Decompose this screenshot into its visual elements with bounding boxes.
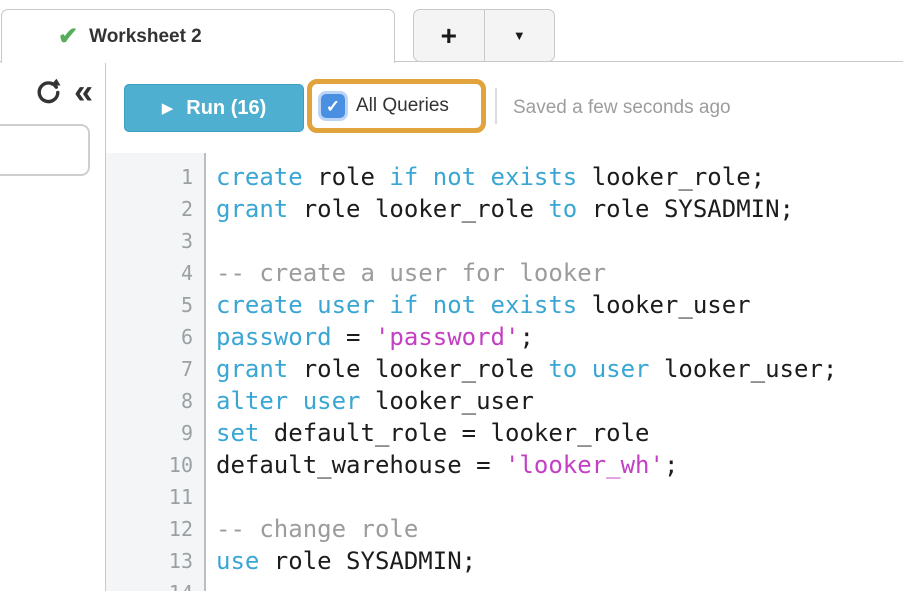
code-line[interactable]: create role if not exists looker_role;: [216, 161, 903, 193]
code-token: role looker_role: [288, 355, 549, 383]
code-line[interactable]: [216, 577, 903, 591]
line-number: 3: [180, 229, 193, 253]
code-token: looker_user: [360, 387, 534, 415]
run-button-label: Run (16): [186, 96, 267, 119]
code-token: 'password': [374, 323, 520, 351]
code-line[interactable]: [216, 481, 903, 513]
line-number: 8: [180, 389, 193, 413]
code-token: ;: [519, 323, 534, 351]
code-token: role: [302, 163, 390, 191]
refresh-button[interactable]: [35, 78, 62, 105]
code-line[interactable]: [216, 225, 903, 257]
code-token: default_role = looker_role: [259, 419, 650, 447]
code-token: looker_user;: [649, 355, 838, 383]
code-token: default_warehouse =: [216, 451, 505, 479]
plus-icon: +: [440, 19, 457, 51]
code-line[interactable]: -- change role: [216, 513, 903, 545]
code-token: create user if not exists: [216, 291, 578, 319]
line-number: 9: [180, 421, 193, 445]
code-token: to user: [548, 355, 650, 383]
refresh-icon: [37, 78, 61, 104]
line-number: 2: [180, 197, 193, 221]
all-queries-checkbox[interactable]: ✓: [321, 94, 345, 118]
code-token: grant: [216, 195, 289, 223]
play-icon: ▶: [161, 99, 174, 117]
line-number: 13: [168, 549, 193, 573]
code-line[interactable]: -- create a user for looker: [216, 257, 903, 289]
code-token: -- create a user for looker: [216, 259, 607, 287]
tab-worksheet-2[interactable]: ✔ Worksheet 2: [1, 9, 395, 63]
code-token: to: [548, 195, 578, 223]
all-queries-annotation-highlight: ✓ All Queries: [307, 79, 486, 133]
code-token: 'looker_wh': [504, 451, 664, 479]
code-token: looker_user: [577, 291, 751, 319]
chevron-down-icon: ▼: [512, 28, 526, 43]
code-token: grant: [216, 355, 289, 383]
code-line[interactable]: default_warehouse = 'looker_wh';: [216, 449, 903, 481]
code-line[interactable]: grant role looker_role to role SYSADMIN;: [216, 193, 903, 225]
code-line[interactable]: grant role looker_role to user looker_us…: [216, 353, 903, 385]
collapse-sidebar-button[interactable]: «: [74, 72, 93, 111]
tab-title: Worksheet 2: [89, 25, 202, 47]
code-token: looker_role;: [577, 163, 766, 191]
worksheet-menu-button[interactable]: ▼: [485, 10, 555, 61]
line-number: 4: [180, 261, 193, 285]
line-number: 11: [168, 485, 193, 509]
tab-success-check-icon: ✔: [58, 22, 79, 50]
checkmark-icon: ✓: [325, 96, 341, 116]
code-token: create: [216, 163, 303, 191]
code-line[interactable]: alter user looker_user: [216, 385, 903, 417]
gutter: 1234567891011121314: [106, 153, 206, 591]
code-token: if not exists: [389, 163, 578, 191]
line-number: 7: [180, 357, 193, 381]
code-token: alter user: [216, 387, 361, 415]
code-token: role SYSADMIN;: [577, 195, 794, 223]
code-token: role looker_role: [288, 195, 549, 223]
code-token: password: [216, 323, 332, 351]
code-token: set: [216, 419, 260, 447]
code-token: -- change role: [216, 515, 419, 543]
new-worksheet-button[interactable]: +: [414, 10, 485, 61]
code-line[interactable]: create user if not exists looker_user: [216, 289, 903, 321]
line-number: 6: [180, 325, 193, 349]
line-number: 5: [180, 293, 193, 317]
code-token: role SYSADMIN;: [259, 547, 477, 575]
sql-editor: 1234567891011121314 create role if not e…: [106, 153, 903, 591]
code-line[interactable]: password = 'password';: [216, 321, 903, 353]
line-number: 14: [106, 577, 204, 591]
code-token: use: [216, 547, 260, 575]
code-token: =: [331, 323, 375, 351]
code-line[interactable]: use role SYSADMIN;: [216, 545, 903, 577]
line-number: 10: [168, 453, 193, 477]
code-line[interactable]: set default_role = looker_role: [216, 417, 903, 449]
run-button[interactable]: ▶ Run (16): [124, 84, 304, 132]
line-number: 1: [180, 165, 193, 189]
saved-status: Saved a few seconds ago: [513, 97, 731, 118]
all-queries-label[interactable]: All Queries: [356, 95, 449, 116]
line-number: 12: [168, 517, 193, 541]
code-lines[interactable]: create role if not exists looker_role;gr…: [206, 153, 903, 591]
sidebar-panel: [0, 124, 90, 176]
code-token: ;: [663, 451, 679, 479]
new-worksheet-button-group: + ▼: [413, 9, 555, 62]
toolbar-divider: [495, 88, 497, 124]
